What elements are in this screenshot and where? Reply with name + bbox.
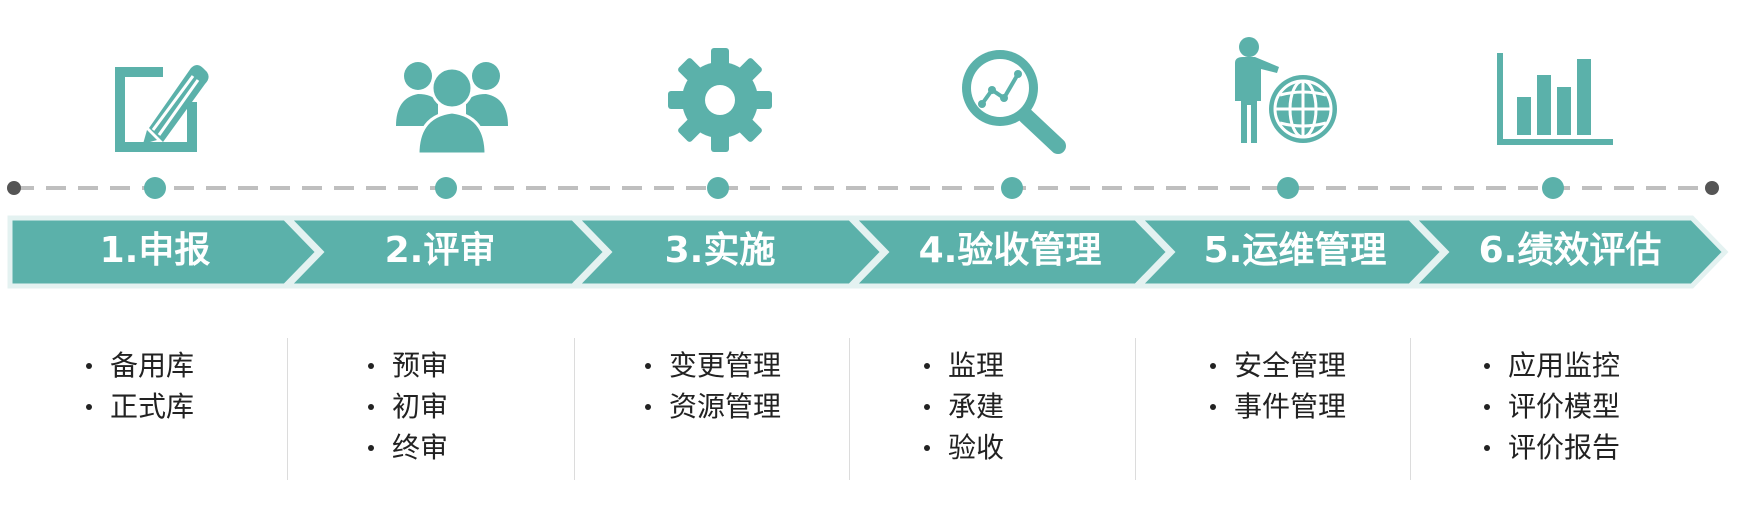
list-item: 正式库 xyxy=(82,386,194,427)
list-item: 评价模型 xyxy=(1480,386,1620,427)
column-divider xyxy=(287,338,288,480)
step-4-items: 监理 承建 验收 xyxy=(920,345,1004,468)
people-group-icon xyxy=(392,42,512,162)
gear-icon xyxy=(660,40,780,160)
list-item: 终审 xyxy=(364,427,448,468)
column-divider xyxy=(1410,338,1411,480)
list-item: 应用监控 xyxy=(1480,345,1620,386)
step-label-2: 2.评审 xyxy=(384,230,496,271)
step-label-5: 5.运维管理 xyxy=(1203,230,1387,271)
presenter-globe-icon xyxy=(1225,35,1345,155)
step-6-items: 应用监控 评价模型 评价报告 xyxy=(1480,345,1620,468)
bar-chart-icon xyxy=(1495,45,1615,165)
step-5-items: 安全管理 事件管理 xyxy=(1206,345,1346,427)
timeline-node-6 xyxy=(1542,177,1564,199)
column-divider xyxy=(849,338,850,480)
timeline-node-4 xyxy=(1001,177,1023,199)
list-item: 监理 xyxy=(920,345,1004,386)
timeline-node-1 xyxy=(144,177,166,199)
list-item: 承建 xyxy=(920,386,1004,427)
list-item: 资源管理 xyxy=(641,386,781,427)
step-label-1: 1.申报 xyxy=(99,230,211,271)
edit-pencil-icon xyxy=(95,42,215,162)
timeline-endpoint-right xyxy=(1705,181,1719,195)
list-item: 评价报告 xyxy=(1480,427,1620,468)
step-label-3: 3.实施 xyxy=(664,230,776,271)
list-item: 变更管理 xyxy=(641,345,781,386)
column-divider xyxy=(574,338,575,480)
list-item: 安全管理 xyxy=(1206,345,1346,386)
list-item: 验收 xyxy=(920,427,1004,468)
step-label-4: 4.验收管理 xyxy=(918,230,1102,271)
step-3-items: 变更管理 资源管理 xyxy=(641,345,781,427)
timeline-endpoint-left xyxy=(7,181,21,195)
step-label-6: 6.绩效评估 xyxy=(1478,230,1662,271)
list-item: 初审 xyxy=(364,386,448,427)
timeline-node-2 xyxy=(435,177,457,199)
list-item: 预审 xyxy=(364,345,448,386)
timeline xyxy=(7,177,1719,199)
magnifier-chart-icon xyxy=(950,40,1070,160)
step-1-items: 备用库 正式库 xyxy=(82,345,194,427)
chevron-arrow-bar xyxy=(7,215,1729,289)
column-divider xyxy=(1135,338,1136,480)
list-item: 备用库 xyxy=(82,345,194,386)
timeline-node-3 xyxy=(707,177,729,199)
list-item: 事件管理 xyxy=(1206,386,1346,427)
step-2-items: 预审 初审 终审 xyxy=(364,345,448,468)
timeline-node-5 xyxy=(1277,177,1299,199)
